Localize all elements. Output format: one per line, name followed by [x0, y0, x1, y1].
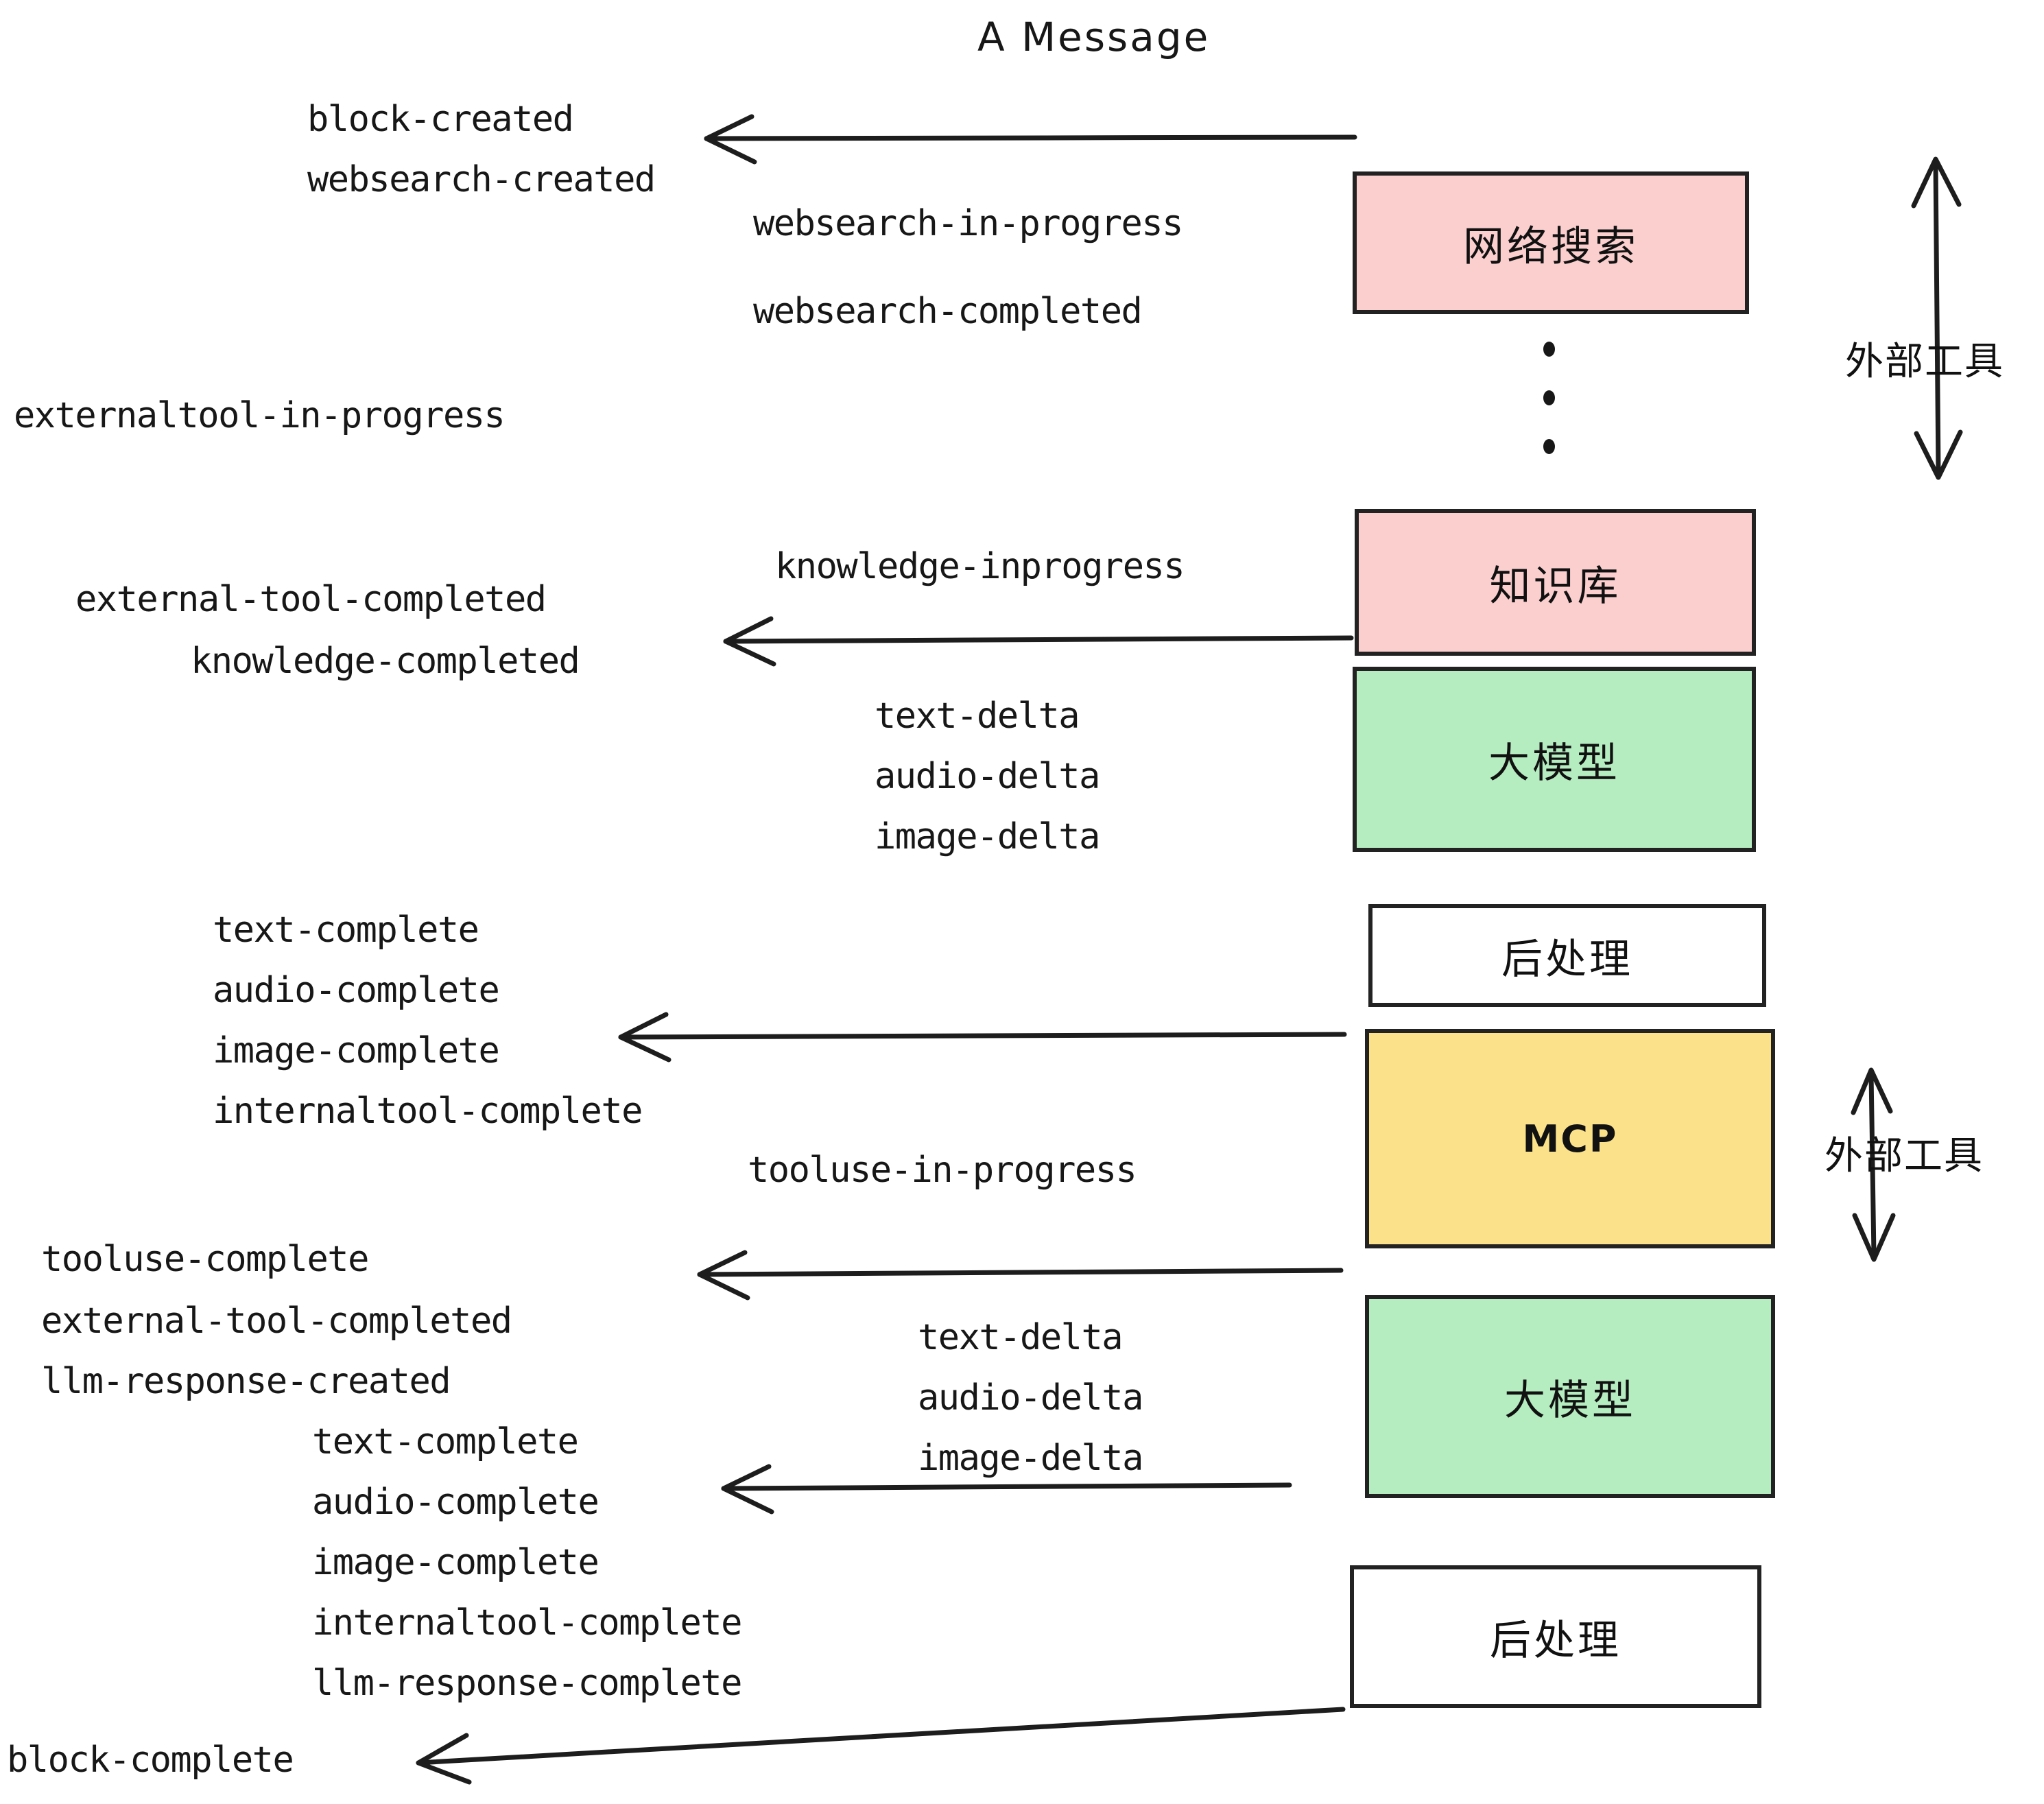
event-websearch-created: websearch-created [307, 159, 656, 200]
arrow-head-postprocess2-to-block-complete [416, 1733, 472, 1785]
box-llm-2: 大模型 [1365, 1295, 1775, 1498]
box-knowledge: 知识库 [1355, 509, 1756, 656]
event-text-delta-2: text-delta [918, 1317, 1124, 1358]
event-audio-complete-1: audio-complete [213, 970, 500, 1011]
double-arrow-head-down-external-tool-bottom [1852, 1213, 1896, 1262]
arrow-head-postprocess1-to-image-complete [618, 1012, 672, 1063]
event-text-complete-1: text-complete [213, 910, 479, 951]
event-websearch-in-progress: websearch-in-progress [753, 203, 1183, 244]
arrow-head-websearch-to-block-created [704, 114, 757, 165]
event-image-delta-1: image-delta [875, 816, 1100, 857]
event-text-delta-1: text-delta [875, 696, 1080, 737]
event-internaltool-complete-1: internaltool-complete [213, 1091, 643, 1132]
box-mcp: MCP [1365, 1029, 1775, 1248]
box-websearch-label: 网络搜索 [1463, 222, 1639, 271]
arrow-line-postprocess1-to-image-complete [618, 1032, 1347, 1040]
vertical-ellipsis [1542, 342, 1556, 454]
box-llm-2-label: 大模型 [1504, 1376, 1636, 1425]
event-llm-response-created: llm-response-created [41, 1361, 451, 1402]
event-internaltool-complete-2: internaltool-complete [312, 1602, 742, 1643]
side-label-external-tool-bottom: 外部工具 [1825, 1134, 1984, 1178]
event-external-tool-completed-2: external-tool-completed [41, 1301, 512, 1342]
box-websearch: 网络搜索 [1353, 171, 1749, 314]
box-knowledge-label: 知识库 [1489, 562, 1621, 610]
box-postprocess-2-label: 后处理 [1490, 1616, 1621, 1665]
arrow-line-mcp-to-tooluse-complete [697, 1268, 1344, 1277]
double-arrow-head-up-external-tool-bottom [1851, 1067, 1893, 1115]
event-externaltool-in-progress: externaltool-in-progress [14, 395, 506, 436]
page-title: A Message [977, 14, 1211, 60]
arrow-line-knowledge-to-completed [723, 635, 1354, 644]
event-knowledge-completed: knowledge-completed [191, 641, 580, 682]
box-llm-1-label: 大模型 [1488, 739, 1620, 787]
box-llm-1: 大模型 [1353, 667, 1756, 852]
arrow-line-postprocess2-to-block-complete [416, 1707, 1346, 1766]
double-arrow-head-down-external-tool-top [1914, 429, 1963, 480]
event-external-tool-completed-1: external-tool-completed [75, 579, 547, 620]
double-arrow-head-up-external-tool-top [1911, 156, 1962, 209]
arrow-head-knowledge-to-completed [723, 616, 776, 667]
event-tooluse-complete: tooluse-complete [41, 1239, 369, 1280]
event-text-complete-2: text-complete [312, 1421, 579, 1462]
event-audio-delta-1: audio-delta [875, 756, 1100, 797]
box-postprocess-1: 后处理 [1368, 904, 1766, 1007]
arrow-head-llm2-to-audio-complete [721, 1464, 774, 1515]
arrow-head-mcp-to-tooluse-complete [697, 1250, 750, 1301]
event-audio-complete-2: audio-complete [312, 1482, 599, 1523]
event-image-complete-1: image-complete [213, 1030, 500, 1071]
event-audio-delta-2: audio-delta [918, 1377, 1143, 1419]
arrow-line-llm2-to-audio-complete [721, 1482, 1292, 1491]
box-mcp-label: MCP [1522, 1117, 1618, 1161]
box-postprocess-1-label: 后处理 [1501, 935, 1633, 984]
double-arrow-line-external-tool-top [1933, 161, 1941, 476]
arrow-line-websearch-to-block-created [704, 134, 1357, 141]
event-knowledge-inprogress: knowledge-inprogress [775, 546, 1185, 587]
side-label-external-tool-top: 外部工具 [1845, 340, 2004, 384]
event-websearch-completed: websearch-completed [753, 291, 1143, 332]
event-tooluse-in-progress: tooluse-in-progress [748, 1150, 1137, 1191]
event-image-delta-2: image-delta [918, 1438, 1143, 1479]
event-image-complete-2: image-complete [312, 1542, 599, 1583]
event-block-created: block-created [307, 99, 574, 140]
event-block-complete: block-complete [7, 1740, 294, 1781]
event-llm-response-complete: llm-response-complete [312, 1663, 742, 1704]
box-postprocess-2: 后处理 [1350, 1565, 1761, 1708]
